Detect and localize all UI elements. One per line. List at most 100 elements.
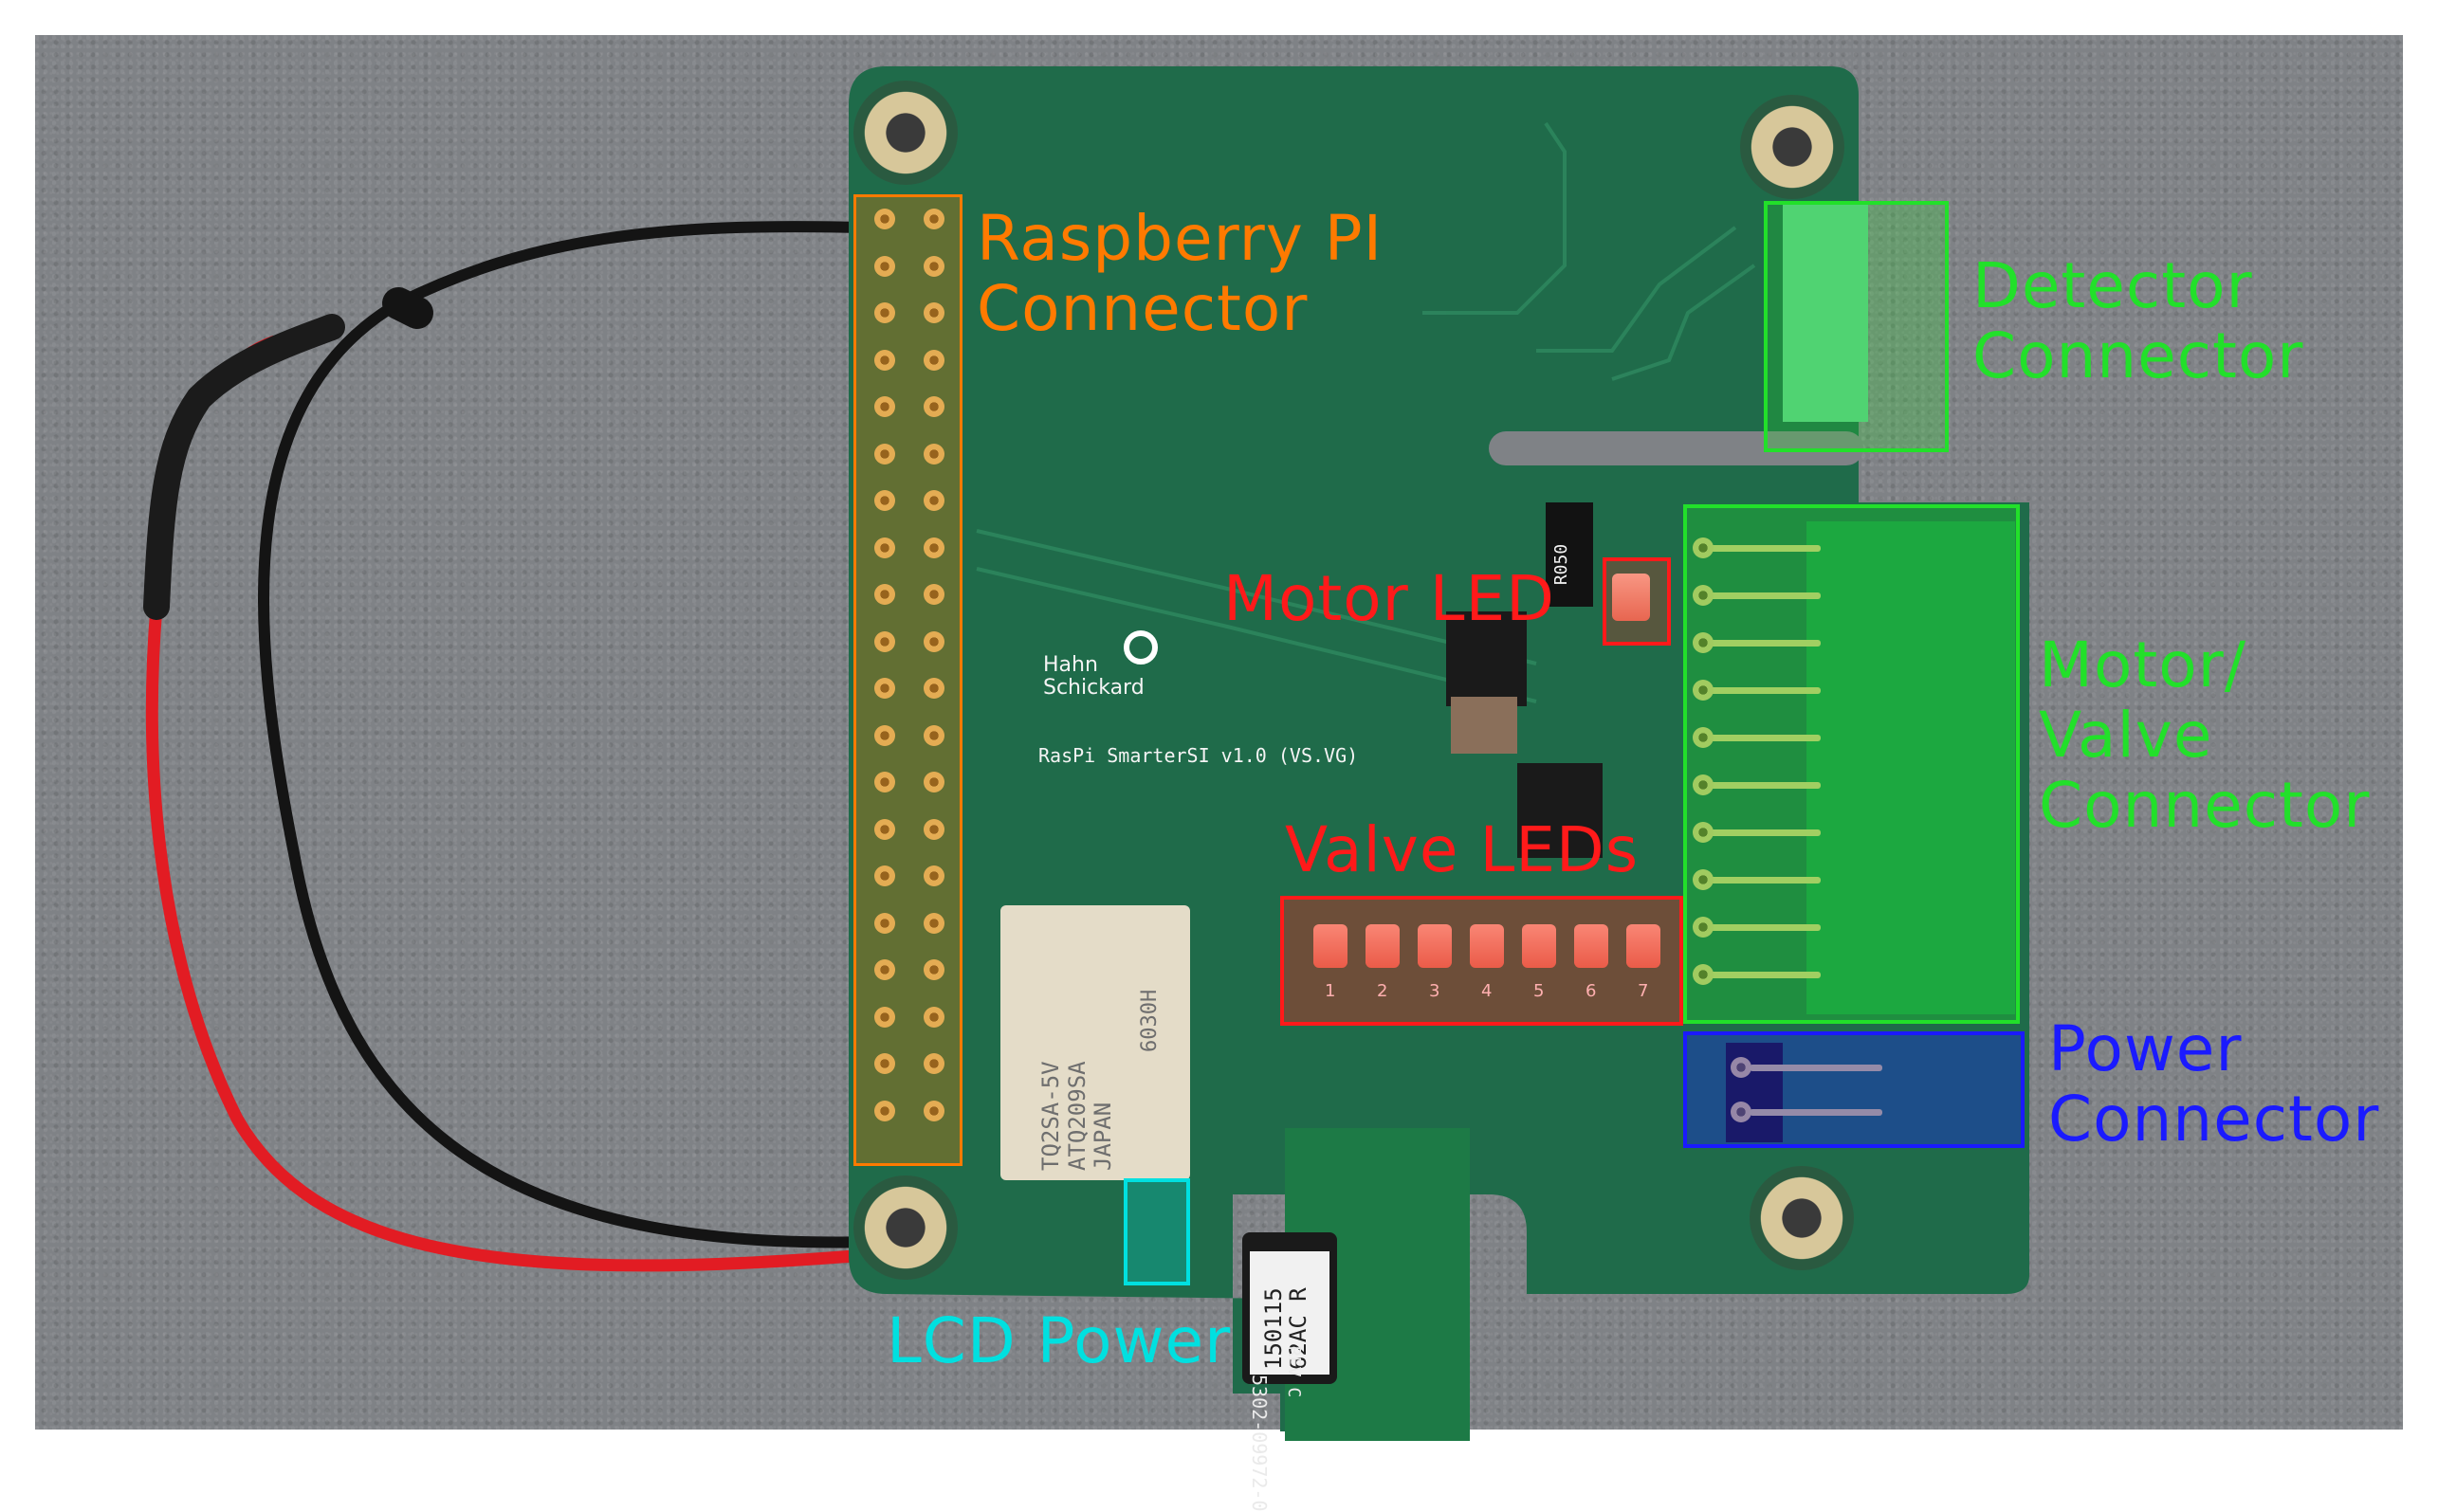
gpio-pin bbox=[924, 818, 944, 840]
gpio-pin bbox=[924, 1100, 944, 1121]
terminal-pin bbox=[1697, 924, 1821, 931]
terminal-pin bbox=[1697, 782, 1821, 789]
gpio-pin bbox=[874, 818, 895, 840]
gpio-pin bbox=[874, 584, 895, 605]
gpio-pin bbox=[924, 443, 944, 465]
red-wire bbox=[145, 335, 854, 1272]
gpio-pin bbox=[874, 1053, 895, 1074]
power-header-pin bbox=[1731, 1102, 1751, 1122]
valve-led-number: 1 bbox=[1325, 981, 1336, 1001]
mosfet-ic bbox=[1446, 611, 1527, 706]
valve-leds-box bbox=[1280, 896, 1683, 1026]
valve-led-number: 3 bbox=[1429, 981, 1440, 1001]
gpio-pin bbox=[924, 584, 944, 605]
gpio-pin bbox=[924, 678, 944, 699]
terminal-solder-pad bbox=[1693, 680, 1714, 701]
terminal-pin bbox=[1697, 829, 1821, 836]
motor-led-box bbox=[1603, 557, 1671, 646]
motor-valve-connector-label: Motor/ Valve Connector bbox=[2039, 628, 2371, 842]
valve-led bbox=[1574, 924, 1608, 968]
terminal-pin bbox=[1697, 877, 1821, 884]
gpio-pin bbox=[924, 349, 944, 371]
gpio-pin bbox=[874, 537, 895, 558]
gpio-pin bbox=[874, 724, 895, 746]
gpio-pin bbox=[924, 537, 944, 558]
motor-led-label: Motor LED bbox=[1223, 562, 1555, 635]
relay-line-3: JAPAN bbox=[1090, 1102, 1117, 1171]
valve-led bbox=[1470, 924, 1504, 968]
valve-led-number: 2 bbox=[1377, 981, 1388, 1001]
driver-ic bbox=[1517, 763, 1603, 858]
gpio-pin bbox=[924, 302, 944, 323]
relay bbox=[1000, 905, 1190, 1180]
terminal-pin bbox=[1697, 545, 1821, 552]
gpio-pin bbox=[924, 396, 944, 417]
gpio-pin bbox=[924, 959, 944, 980]
gpio-pin bbox=[874, 865, 895, 886]
power-header-pin-leg bbox=[1750, 1109, 1882, 1116]
gpio-pin bbox=[924, 209, 944, 229]
relay-line-2: ATQ209SA bbox=[1063, 1061, 1091, 1171]
valve-led bbox=[1522, 924, 1556, 968]
black-wire-tip bbox=[382, 287, 433, 329]
gpio-pin bbox=[874, 678, 895, 699]
gpio-pin bbox=[924, 865, 944, 886]
valve-led-number: 4 bbox=[1481, 981, 1493, 1001]
lcd-power-box bbox=[1124, 1178, 1190, 1285]
terminal-solder-pad bbox=[1693, 632, 1714, 653]
valve-led bbox=[1626, 924, 1660, 968]
mounting-hole-bottom-right bbox=[1750, 1166, 1854, 1270]
terminal-solder-pad bbox=[1693, 585, 1714, 606]
gpio-pin bbox=[924, 490, 944, 511]
valve-led bbox=[1366, 924, 1400, 968]
relay-code-text: 6030H bbox=[1138, 989, 1162, 1052]
valve-led-number: 6 bbox=[1586, 981, 1597, 1001]
resistor bbox=[1546, 502, 1593, 607]
brand-line-2: Schickard bbox=[1043, 676, 1145, 701]
gpio-pin bbox=[874, 630, 895, 652]
inductor-label bbox=[1250, 1251, 1329, 1375]
motor-valve-connector-box bbox=[1683, 504, 2020, 1024]
terminal-solder-pad bbox=[1693, 917, 1714, 938]
gpio-pin bbox=[874, 912, 895, 934]
terminal-solder-pad bbox=[1693, 964, 1714, 985]
gpio-pin bbox=[924, 912, 944, 934]
gpio-pin bbox=[924, 630, 944, 652]
terminal-solder-pad bbox=[1693, 774, 1714, 795]
valve-led bbox=[1313, 924, 1347, 968]
module-rev-text: REV C bbox=[1284, 1346, 1304, 1398]
power-connector-box bbox=[1683, 1031, 2025, 1148]
capacitor bbox=[1451, 697, 1517, 754]
power-header-pin bbox=[1731, 1057, 1751, 1078]
gpio-pin bbox=[874, 490, 895, 511]
gpio-pin bbox=[874, 959, 895, 980]
terminal-pin bbox=[1697, 735, 1821, 741]
gpio-pin bbox=[924, 1053, 944, 1074]
detector-connector-label: Detector Connector bbox=[1972, 249, 2304, 392]
module-code-text: 5302-09972-0 bbox=[1248, 1375, 1271, 1512]
mounting-hole-top-left bbox=[853, 81, 958, 185]
relay-line-1: TQ2SA-5V bbox=[1037, 1061, 1064, 1171]
valve-led-number: 5 bbox=[1533, 981, 1545, 1001]
board-slot bbox=[1489, 431, 1863, 465]
mounting-hole-bottom-left bbox=[853, 1175, 958, 1280]
terminal-solder-pad bbox=[1693, 727, 1714, 748]
gpio-pin bbox=[874, 1006, 895, 1028]
lcd-power-header bbox=[1128, 1185, 1181, 1280]
power-header-pin-leg bbox=[1750, 1065, 1882, 1071]
raspberry-connector-box bbox=[853, 194, 962, 1166]
gpio-pin bbox=[924, 1006, 944, 1028]
terminal-pin bbox=[1697, 640, 1821, 647]
gpio-pin bbox=[874, 302, 895, 323]
board-name-text: RasPi SmarterSI v1.0 (VS.VG) bbox=[1038, 744, 1359, 767]
motor-led-component bbox=[1612, 574, 1650, 621]
mounting-hole-top-right bbox=[1740, 95, 1844, 199]
gpio-pin bbox=[874, 349, 895, 371]
detector-connector-box bbox=[1764, 201, 1949, 452]
brand-line-1: Hahn bbox=[1043, 653, 1098, 677]
terminal-solder-pad bbox=[1693, 822, 1714, 843]
inductor-line-1: 150115 bbox=[1260, 1287, 1287, 1370]
gpio-pin bbox=[924, 255, 944, 277]
gpio-pin bbox=[874, 772, 895, 792]
terminal-block bbox=[1806, 521, 2015, 1014]
